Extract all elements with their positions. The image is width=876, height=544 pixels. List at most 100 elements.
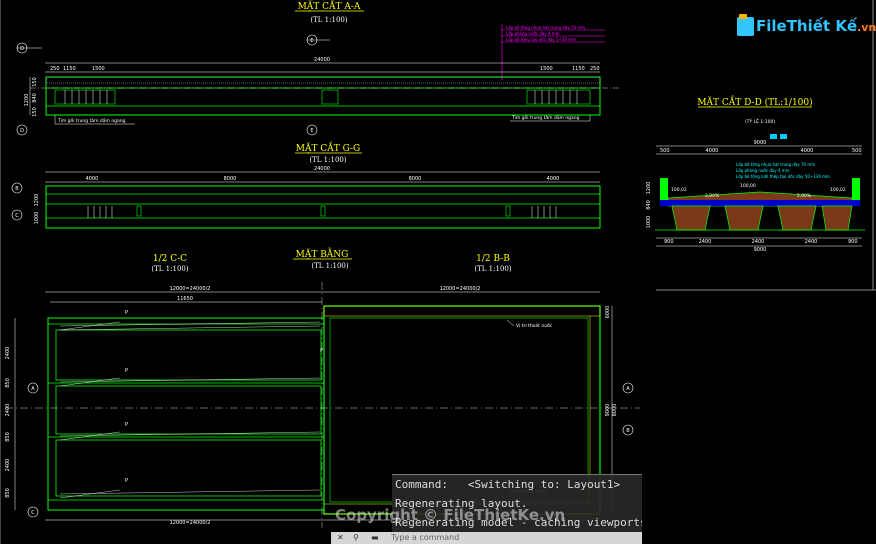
dd-top-dim-2: 4000 [706, 148, 719, 154]
marker-e-top: E [310, 38, 313, 44]
dd-layer-1: Lớp bê tông nhựa hạt trung dày 70 mm [736, 162, 815, 167]
logo-domain: .vn [857, 21, 876, 34]
plan-title: MẶT BẰNG [296, 247, 349, 260]
plan-left-title: 1/2 C-C [153, 254, 187, 264]
dd-layer-2: Lớp phòng nước dày 4 mm [736, 168, 790, 173]
plan-marker-a-right: A [626, 386, 630, 392]
aa-total-dim: 24000 [314, 57, 330, 63]
aa-dim-6: 250 [590, 66, 600, 72]
plan-lh-5: 2400 [5, 459, 11, 472]
plan-marker-p5: P [320, 348, 323, 354]
aa-height-3: 150 [32, 77, 38, 87]
dd-layer-3: Lớp bê tông lưới thép tạo dốc dày 50÷130… [736, 174, 830, 179]
gg-height-2: 1000 [34, 212, 40, 225]
section-aa-scale: (TL 1:100) [310, 16, 347, 24]
plan-scale: (TL 1:100) [311, 262, 348, 270]
layer-note-3: Lớp bê tông tạo dốc dày 5÷30 mm [506, 37, 576, 42]
plan-lh-1: 2400 [5, 347, 11, 360]
dd-total-bottom: 9000 [754, 247, 767, 253]
layer-notes: Lớp bê tông nhựa hạt trung dày 70 mm Lớp… [501, 24, 605, 80]
section-dd-sub: (TỶ LỆ 1:100) [745, 117, 775, 125]
plan-marker-p3: P [125, 422, 128, 428]
plan-left-scale: (TL 1:100) [151, 265, 188, 273]
marker-e-bottom: E [310, 128, 313, 134]
dd-level-2: 100,00 [740, 183, 756, 189]
gg-dim-4: 4000 [547, 176, 560, 182]
gg-total-dim: 24000 [314, 166, 330, 172]
dd-bottom-dim-3: 2400 [752, 239, 765, 245]
plan-lh-6: 850 [5, 488, 11, 498]
dd-slope-right: 2,00% [797, 193, 812, 199]
aa-note-left: Tim gối trung tâm dầm ngang [57, 116, 126, 124]
marker-d-bottom: D [20, 128, 24, 134]
dd-bottom-dim-4: 2400 [805, 239, 818, 245]
gg-dim-2: 8000 [224, 176, 237, 182]
dd-bottom-dim-5: 900 [848, 239, 858, 245]
dd-top-dim-4: 500 [852, 148, 862, 154]
plan-right-title: 1/2 B-B [476, 254, 510, 264]
dd-height-3: 1000 [646, 216, 652, 229]
plan-right-scale: (TL 1:100) [474, 265, 511, 273]
plan-lh-4: 850 [5, 432, 11, 442]
plan-rh-3: 8000 [612, 404, 618, 417]
command-history: Command: <Switching to: Layout1> Regener… [392, 474, 642, 533]
plan-top-left-dim: 12000=24000/2 [170, 286, 211, 292]
aa-note-right: Tim gối trung tâm dầm ngang [511, 113, 580, 121]
copyright-watermark: Copyright © FileThietKe.vn [335, 506, 566, 524]
plan-sub-dim: 11650 [177, 296, 193, 302]
section-aa: MẶT CẮT A-A (TL 1:100) Lớp bê tông nhựa … [16, 0, 620, 136]
command-switch-text: <Switching to: Layout1> [467, 478, 621, 491]
section-dd-title: MẶT CẮT D-D (TL:1/100) [697, 95, 812, 108]
aa-height-4: 150 [32, 107, 38, 117]
close-icon[interactable]: ✕ [337, 533, 344, 542]
dd-height-1: 1200 [646, 182, 652, 195]
marker-d-top: D [20, 46, 24, 52]
dd-bottom-dim-1: 900 [664, 239, 674, 245]
plan-lh-2: 850 [5, 378, 11, 388]
layer-note-1: Lớp bê tông nhựa hạt trung dày 70 mm [506, 25, 585, 30]
section-gg-scale: (TL 1:100) [309, 156, 346, 164]
dd-top-dim-1: 500 [660, 148, 670, 154]
aa-dim-2: 1150 [63, 66, 76, 72]
aa-dim-5: 1150 [572, 66, 585, 72]
command-prompt: Command: [395, 478, 448, 491]
plan-marker-b: B [626, 428, 630, 434]
plan-marker-p2: P [125, 368, 128, 374]
marker-c-gg: C [15, 213, 19, 219]
command-line-3: Regenerating model - caching viewports. [395, 516, 642, 529]
dd-height-2: 840 [646, 200, 652, 210]
site-logo: FileThiết Kế.vn [736, 10, 876, 40]
dd-slope-left: 2,00% [705, 193, 720, 199]
gg-dim-3: 8000 [409, 176, 422, 182]
gg-height-1: 1200 [34, 194, 40, 207]
dd-total-top: 9000 [754, 140, 767, 146]
plan-rh-1: 6000 [605, 306, 611, 319]
plan-marker-a-left: A [31, 386, 35, 392]
plan-view: MẶT BẰNG (TL 1:100) 1/2 C-C (TL 1:100) 1… [5, 247, 640, 528]
aa-height-2: 840 [32, 93, 38, 103]
plan-marker-c: C [31, 510, 35, 516]
command-input-bar[interactable]: ✕ ⚲ ▬ Type a command [331, 532, 642, 544]
section-gg-title: MẶT CẮT G-G [296, 141, 360, 154]
search-icon[interactable]: ⚲ [353, 533, 359, 542]
plan-bottom-left-dim: 12000=24000/2 [170, 520, 211, 526]
dd-top-dim-3: 4000 [801, 148, 814, 154]
command-line-2: Regenerating layout. [395, 497, 528, 510]
dd-level-1: 100,02 [671, 187, 687, 193]
plan-marker-p4: P [125, 478, 128, 484]
dd-level-3: 100,02 [830, 187, 846, 193]
folder-icon [737, 14, 754, 36]
plan-marker-p1: P [125, 310, 128, 316]
plan-lh-3: 2400 [5, 404, 11, 417]
aa-dim-3: 1500 [92, 66, 105, 72]
section-dd: MẶT CẮT D-D (TL:1/100) (TỶ LỆ 1:100) 900… [646, 95, 865, 253]
gg-dim-1: 4000 [86, 176, 99, 182]
layer-note-2: Lớp phòng nước dày 4 mm [506, 31, 560, 36]
dd-bottom-dim-2: 2400 [699, 239, 712, 245]
aa-dim-1: 250 [50, 66, 60, 72]
plan-top-right-dim: 12000=24000/2 [440, 286, 481, 292]
section-gg: MẶT CẮT G-G (TL 1:100) 24000 4000 8000 8… [11, 141, 601, 229]
command-input[interactable]: Type a command [391, 533, 460, 542]
